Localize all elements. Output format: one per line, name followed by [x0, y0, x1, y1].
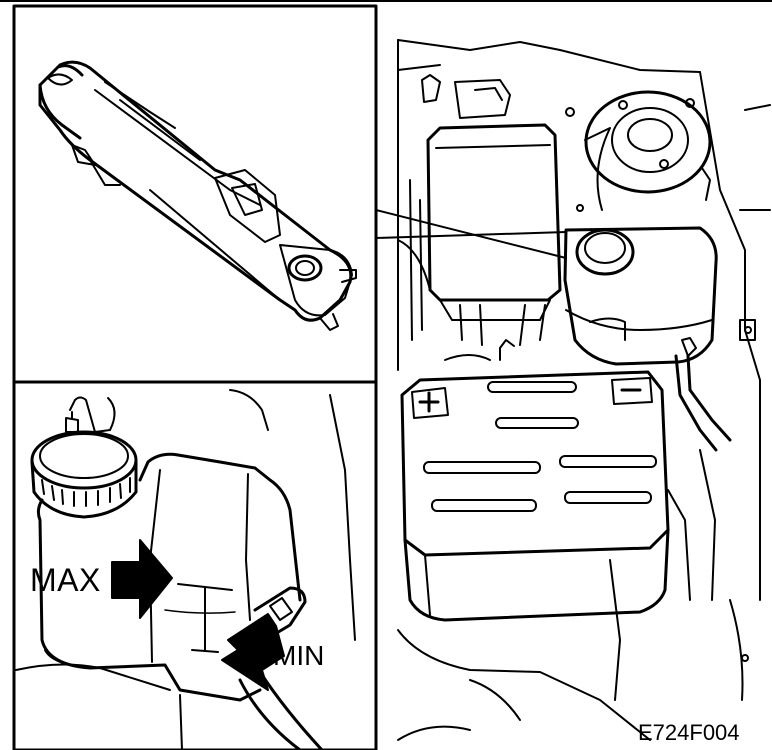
min-arrow: [221, 613, 285, 691]
engine-bay-overview: [375, 39, 771, 741]
max-label: MAX: [30, 562, 101, 598]
max-arrow: [111, 539, 173, 619]
left-panels-frame: [12, 4, 378, 750]
coolant-reservoir-level: [15, 389, 356, 750]
reservoir-bracket-part: [38, 60, 357, 331]
figure-code: E724F004: [638, 720, 740, 745]
min-label: MIN: [273, 640, 325, 671]
